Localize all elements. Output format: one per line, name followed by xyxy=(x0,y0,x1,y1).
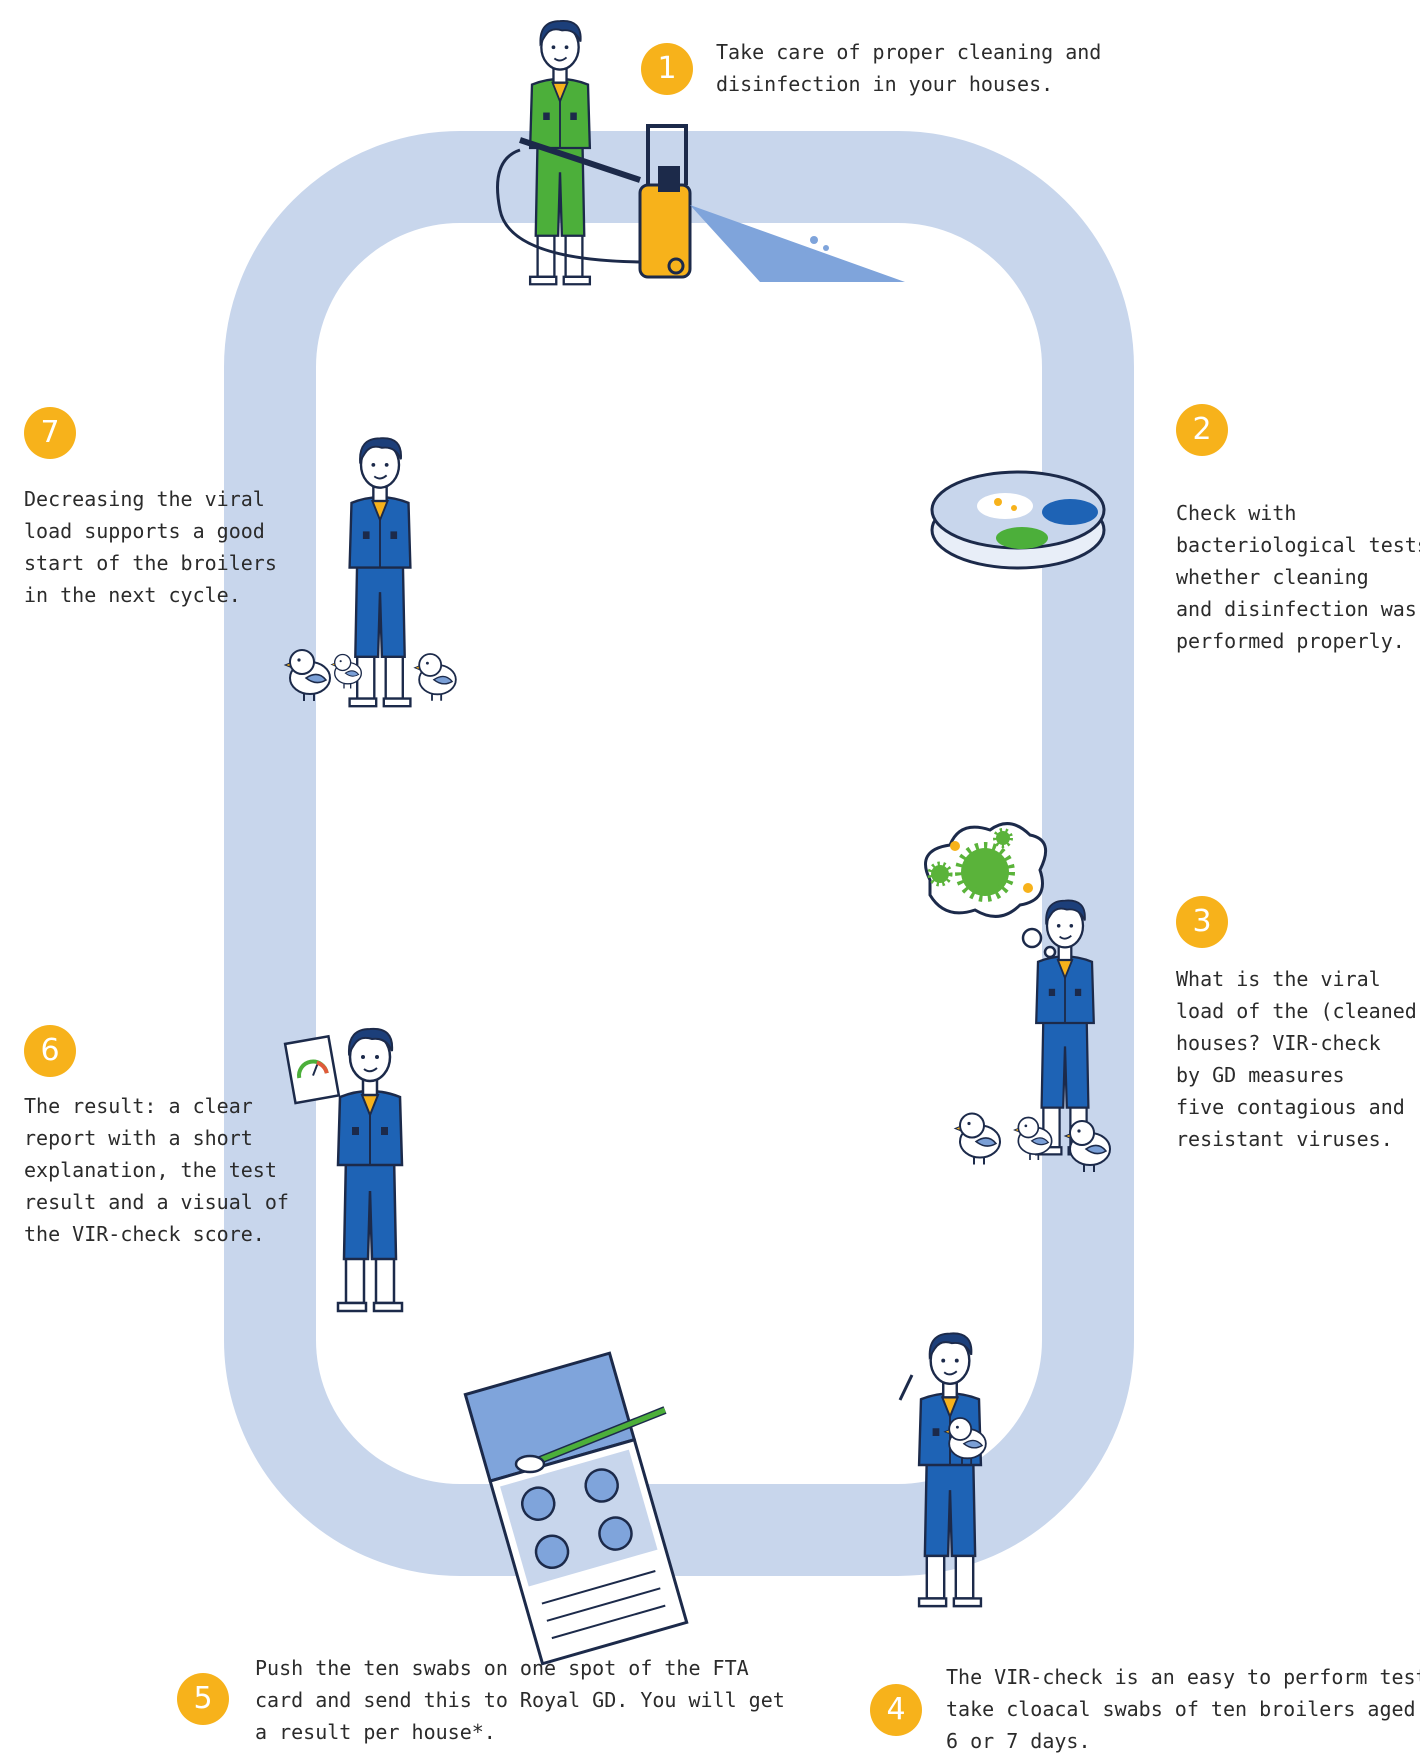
step-7-line: Decreasing the viral xyxy=(24,487,265,511)
step-3-line: What is the viral xyxy=(1176,967,1381,991)
report-sheet-icon xyxy=(283,1034,341,1105)
step-3-line: by GD measures xyxy=(1176,1063,1345,1087)
step-1-line: Take care of proper cleaning and xyxy=(716,40,1102,64)
step-6-text: The result: a clear report with a short ex… xyxy=(24,1090,289,1250)
step-5-line: a result per house*. xyxy=(255,1720,496,1744)
step-2-illustration xyxy=(930,470,1106,570)
step-2-line: performed properly. xyxy=(1176,629,1405,653)
step-3-line: houses? VIR-check xyxy=(1176,1031,1381,1055)
step-5-line: Push the ten swabs on one spot of the FT… xyxy=(255,1656,749,1680)
step-2-text: Check with bacteriological tests whether c… xyxy=(1176,497,1420,657)
step-2-line: bacteriological tests xyxy=(1176,533,1420,557)
chick-icon xyxy=(953,1112,1002,1166)
step-6-line: result and a visual of xyxy=(24,1190,289,1214)
step-7-line: load supports a good xyxy=(24,519,265,543)
step-4-line: The VIR-check is an easy to perform test… xyxy=(946,1665,1420,1689)
step-1-illustration xyxy=(496,19,905,286)
step-3-badge: 3 xyxy=(1176,896,1228,948)
step-7-badge: 7 xyxy=(24,407,76,459)
washer-lance xyxy=(519,137,641,183)
step-7-line: in the next cycle. xyxy=(24,583,241,607)
step-5-line: card and send this to Royal GD. You will… xyxy=(255,1688,785,1712)
step-6-badge: 6 xyxy=(24,1025,76,1077)
step-3-illustration xyxy=(924,822,1111,1173)
step-2-line: Check with xyxy=(1176,501,1297,525)
step-3-line: five contagious and xyxy=(1176,1095,1405,1119)
step-7-text: Decreasing the viral load supports a good… xyxy=(24,483,277,611)
step-1-text: Take care of proper cleaning and disinfec… xyxy=(716,36,1101,100)
step-7-line: start of the broilers xyxy=(24,551,277,575)
step-1-badge: 1 xyxy=(641,43,693,95)
swab-stick-icon xyxy=(898,1374,914,1401)
step-4-line: 6 or 7 days. xyxy=(946,1729,1091,1753)
step-5-text: Push the ten swabs on one spot of the FT… xyxy=(255,1652,785,1748)
step-3-text: What is the viral load of the (cleaned) ho… xyxy=(1176,963,1420,1155)
step-3-line: resistant viruses. xyxy=(1176,1127,1393,1151)
farmer-report-figure xyxy=(336,1027,404,1313)
step-4-line: take cloacal swabs of ten broilers aged xyxy=(946,1697,1416,1721)
step-3-line: load of the (cleaned) xyxy=(1176,999,1420,1023)
virus-icon xyxy=(955,842,1015,902)
water-spray-icon xyxy=(690,205,905,282)
pressure-washer-handle-box xyxy=(658,166,680,192)
washer-hose xyxy=(496,148,641,264)
step-6-line: report with a short xyxy=(24,1126,253,1150)
step-6-line: the VIR-check score. xyxy=(24,1222,265,1246)
step-4-illustration xyxy=(898,1332,987,1608)
step-6-line: The result: a clear xyxy=(24,1094,253,1118)
step-4-text: The VIR-check is an easy to perform test… xyxy=(946,1661,1420,1757)
step-4-badge: 4 xyxy=(870,1684,922,1736)
step-6-illustration xyxy=(283,1027,404,1313)
step-1-line: disinfection in your houses. xyxy=(716,72,1054,96)
step-5-illustration xyxy=(463,1351,689,1666)
step-6-line: explanation, the test xyxy=(24,1158,277,1182)
step-2-line: and disinfection was xyxy=(1176,597,1417,621)
step-2-line: whether cleaning xyxy=(1176,565,1369,589)
step-5-badge: 5 xyxy=(177,1673,229,1725)
step-2-badge: 2 xyxy=(1176,404,1228,456)
